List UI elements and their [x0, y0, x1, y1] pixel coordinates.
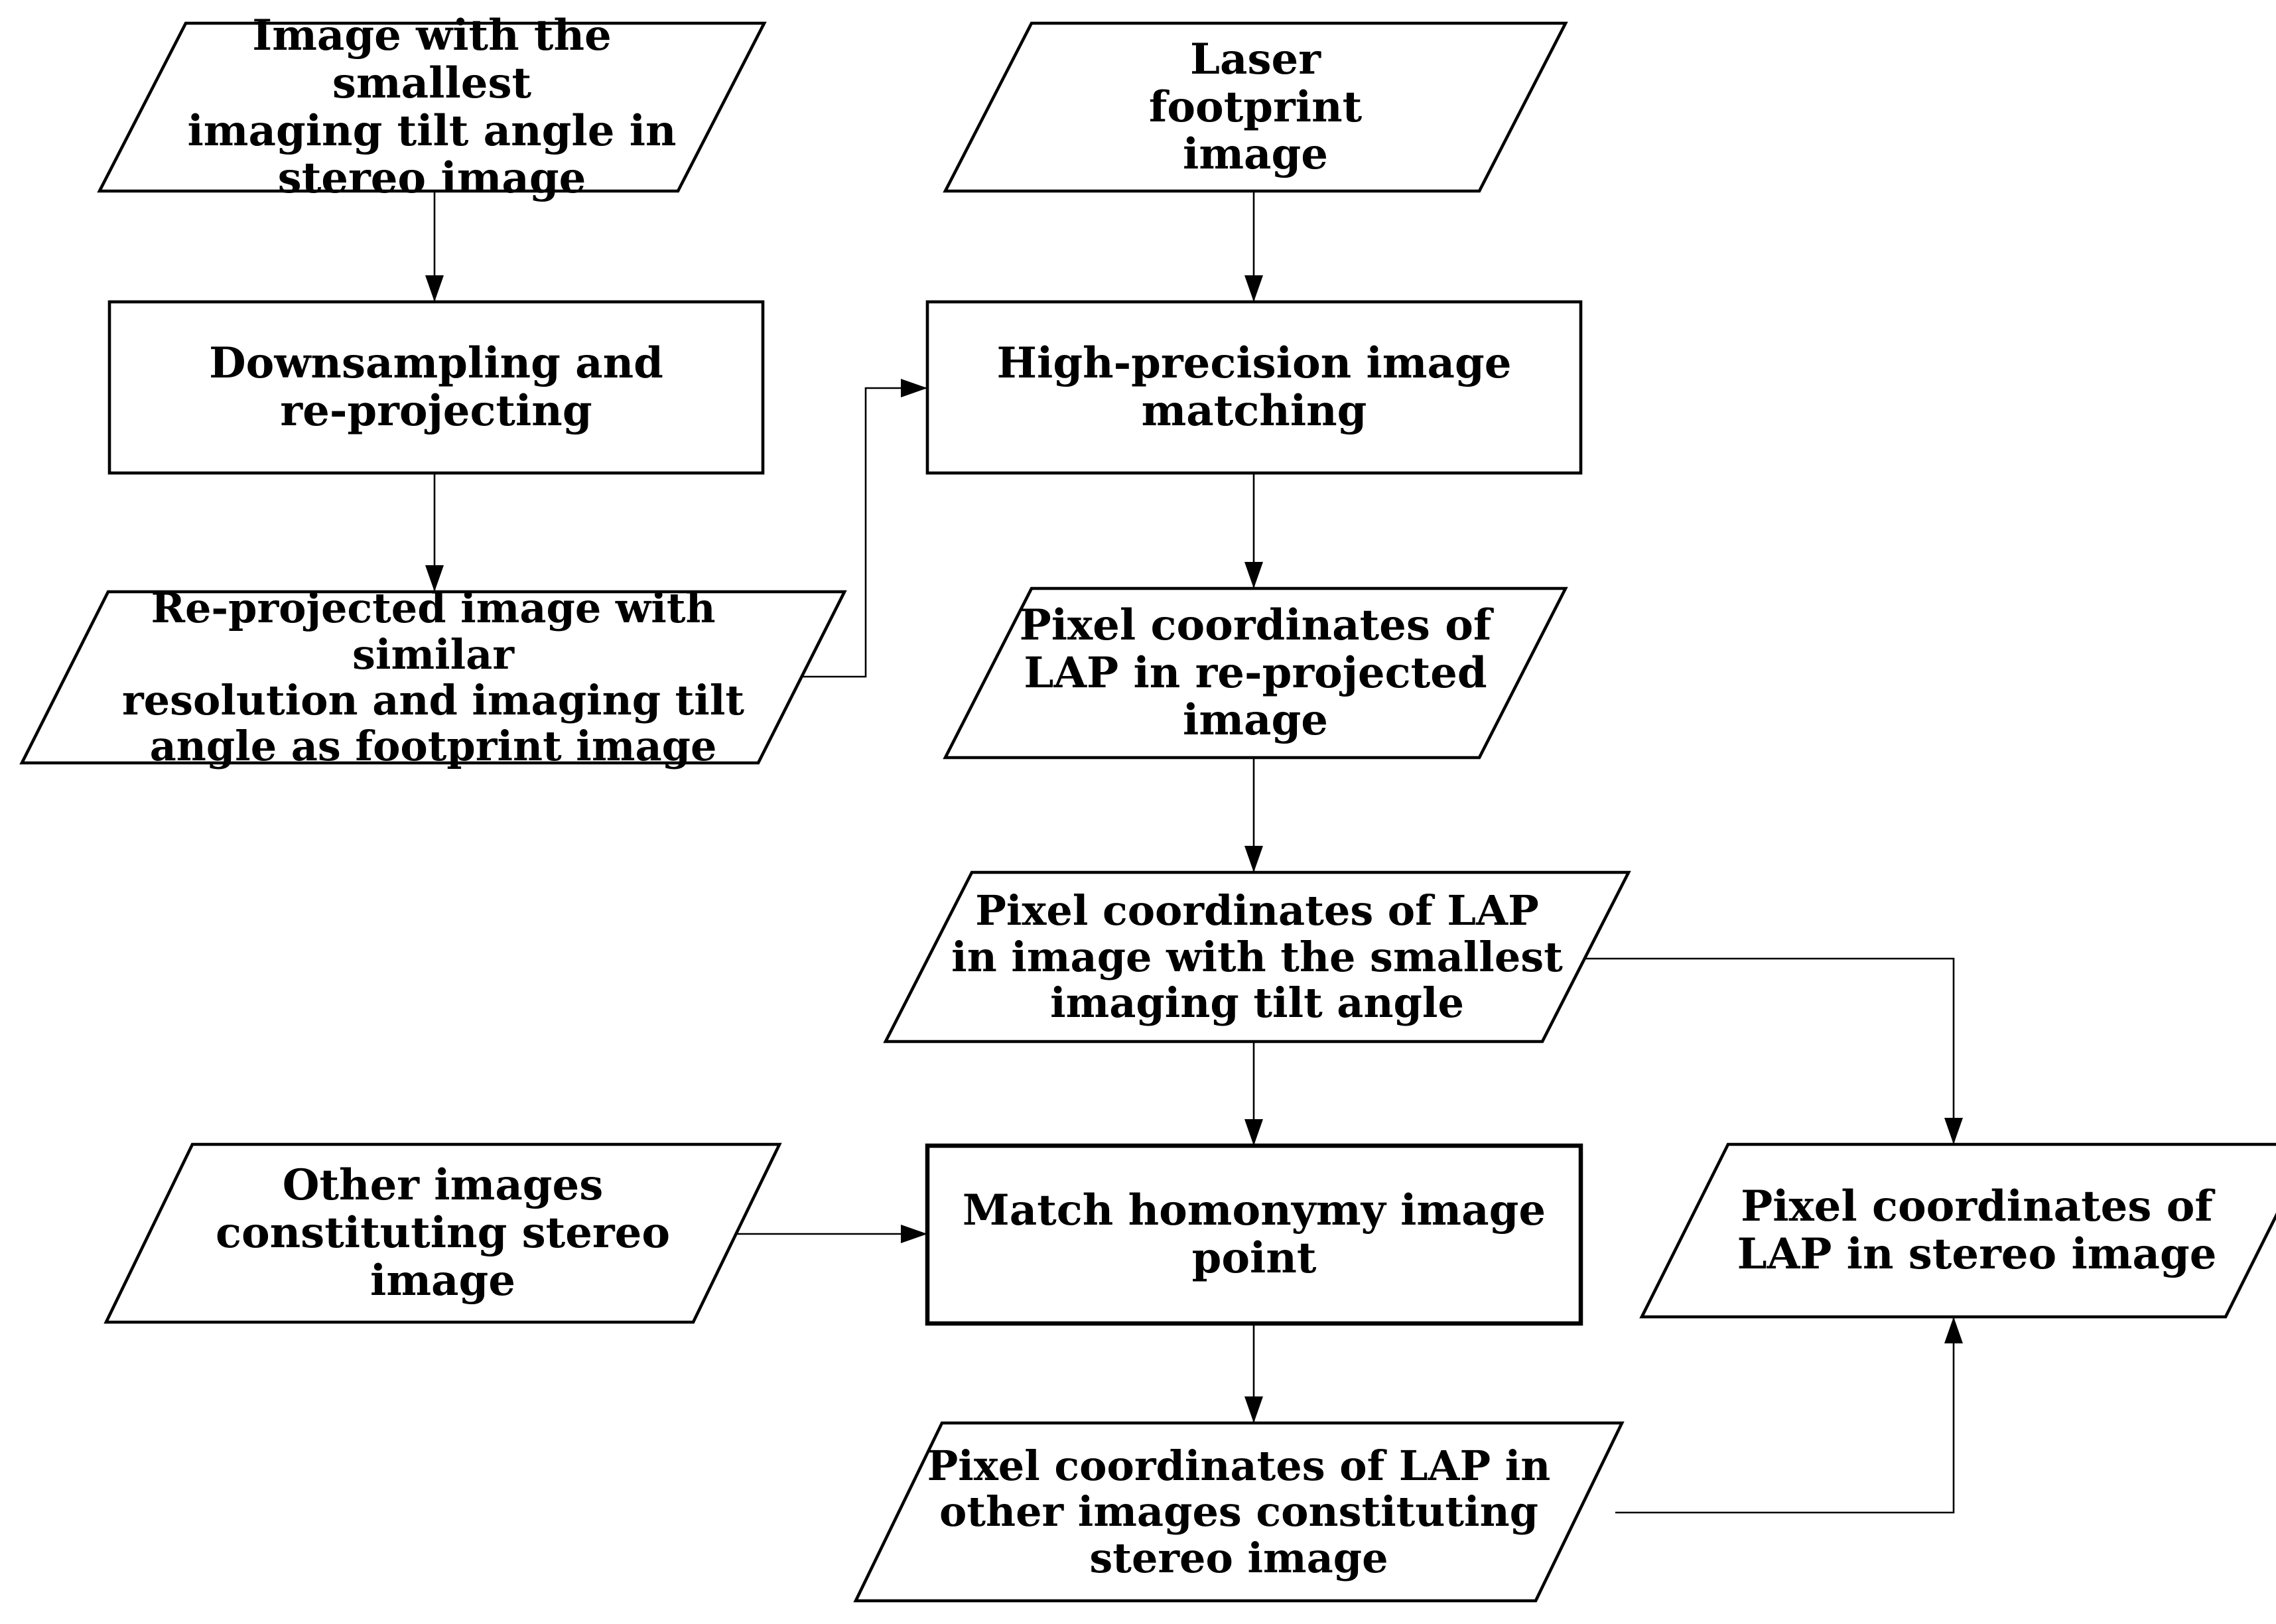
- data-parallelogram-n10: [1639, 1142, 2276, 1319]
- process-box-n4: [925, 300, 1583, 475]
- process-box-n9: [925, 1143, 1583, 1326]
- data-parallelogram-n8: [103, 1142, 782, 1324]
- data-parallelogram-n6: [943, 586, 1568, 760]
- data-parallelogram-n7: [883, 870, 1631, 1044]
- data-parallelogram-n11: [853, 1421, 1625, 1603]
- process-box-n3: [107, 300, 765, 475]
- data-parallelogram-n5: [19, 590, 847, 765]
- arrow-n11-to-n10: [1615, 1317, 1963, 1514]
- data-parallelogram-n2: [943, 21, 1568, 193]
- data-parallelogram-n1: [97, 21, 767, 193]
- arrow-n5-to-n4: [803, 379, 927, 678]
- nodes: [19, 21, 2276, 1603]
- connectors: [425, 191, 1963, 1514]
- arrow-n7-to-n10: [1585, 957, 1963, 1144]
